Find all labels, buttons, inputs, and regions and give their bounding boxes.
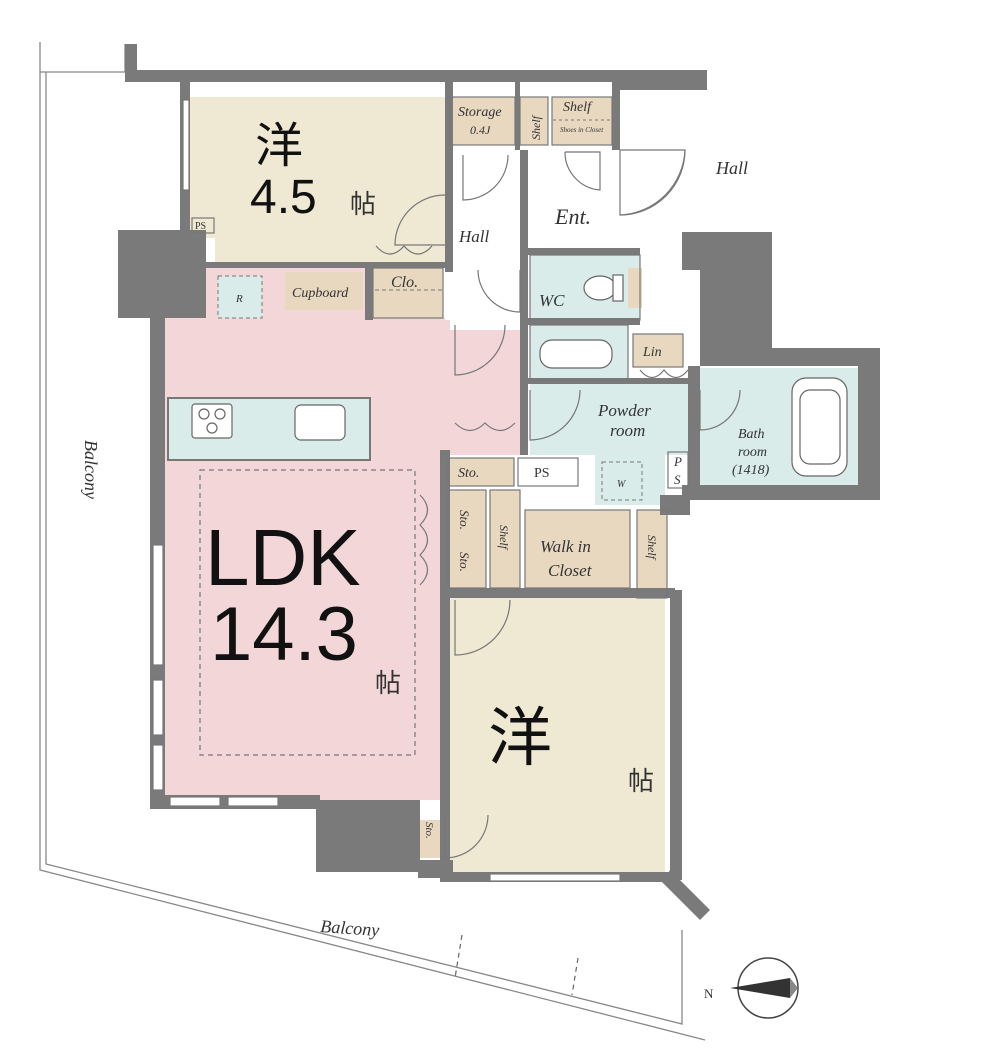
fridge-space	[217, 275, 263, 319]
western-room-6-floor	[450, 598, 665, 876]
ldk-size: 14.3	[210, 592, 358, 677]
entrance-floor	[530, 150, 618, 250]
balcony-marks	[454, 934, 579, 996]
powder-room-label-1: Powder	[597, 401, 651, 420]
shelf-label-closet-left: Shelf	[497, 525, 511, 551]
balcony-bottom-label: Balcony	[320, 916, 380, 940]
western-room-4.5-size: 4.5	[250, 171, 317, 224]
storage-label: Storage	[458, 105, 502, 120]
western-room-4.5-type: 洋	[255, 120, 303, 173]
doors	[375, 149, 741, 859]
clo-label: Clo.	[391, 274, 418, 291]
wc-label: WC	[539, 291, 565, 310]
bath-room-label-2: room	[738, 445, 767, 460]
ldk-unit: 帖	[375, 669, 401, 698]
bath-room-label-1: Bath	[738, 427, 764, 442]
western-room-4.5-unit: 帖	[350, 190, 376, 219]
windows	[152, 99, 621, 882]
bath-room-label-3: (1418)	[732, 463, 770, 478]
r-label: R	[235, 293, 243, 305]
compass	[730, 957, 799, 1019]
p-label: P	[673, 454, 682, 469]
western-room-4.5-floor	[190, 97, 445, 265]
s-label: S	[674, 472, 681, 487]
western-room-6-unit: 帖	[628, 767, 654, 796]
north-label: N	[704, 986, 714, 1001]
shelf-label-closet-right: Shelf	[645, 535, 659, 561]
ent-label: Ent.	[554, 204, 591, 229]
fixtures	[191, 274, 848, 477]
inner-hall-label: Hall	[458, 227, 490, 246]
ps-top-label: PS	[195, 221, 206, 232]
sto-label-4: Sto.	[423, 822, 435, 839]
storage-size-label: 0.4J	[470, 123, 491, 137]
outer-hall-label: Hall	[715, 158, 748, 178]
sto-label-1: Sto.	[458, 466, 479, 481]
washer-space	[601, 461, 643, 501]
shoes-in-closet-label: Shoes in Closet	[560, 126, 604, 134]
w-label: W	[617, 479, 627, 490]
sto-label-2: Sto.	[457, 510, 472, 530]
walk-in-closet-label-1: Walk in	[540, 537, 591, 556]
cupboard-label: Cupboard	[292, 286, 349, 301]
hall-floor	[445, 150, 525, 320]
ps-mid-label: PS	[534, 466, 550, 481]
room-outlines	[191, 96, 689, 599]
shelf-label-shoes: Shelf	[563, 100, 593, 115]
walk-in-closet-label-2: Closet	[548, 561, 593, 580]
shelf-label-top: Shelf	[529, 114, 543, 140]
balcony-left-label: Balcony	[81, 440, 101, 499]
sto-label-3: Sto.	[457, 552, 472, 572]
western-room-6-type: 洋	[488, 702, 552, 774]
powder-room-label-2: room	[610, 421, 645, 440]
powder-room-floor	[530, 382, 690, 505]
storage-fills	[250, 97, 683, 858]
rug-outline	[199, 469, 416, 756]
lin-label: Lin	[642, 345, 662, 360]
ldk-type: LDK	[205, 513, 361, 602]
